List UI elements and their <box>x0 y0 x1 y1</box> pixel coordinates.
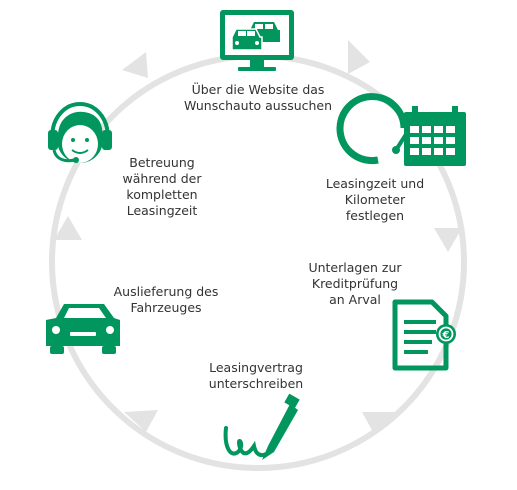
step-1-line-1: Über die Website das <box>191 82 325 97</box>
arrow-left <box>54 216 82 240</box>
step-5-label: Auslieferung des Fahrzeuges <box>96 284 236 316</box>
pen-signature-icon <box>223 393 300 460</box>
step-2-label: Leasingzeit und Kilometer festlegen <box>310 176 440 224</box>
car-icon <box>46 304 120 354</box>
website-cars-icon <box>220 10 294 71</box>
arrow-right <box>434 228 462 252</box>
step-3-line-3: an Arval <box>329 292 381 307</box>
step-6-line-2: während der <box>122 171 202 186</box>
arrow-top-right <box>348 40 370 74</box>
step-1-line-2: Wunschauto aussuchen <box>183 98 333 113</box>
step-3-line-1: Unterlagen zur <box>308 260 402 275</box>
step-5-line-1: Auslieferung des <box>113 284 219 299</box>
step-4-line-1: Leasingvertrag <box>209 360 303 375</box>
step-3-label: Unterlagen zur Kreditprüfung an Arval <box>290 260 420 308</box>
step-6-label: Betreuung während der kompletten Leasing… <box>102 155 222 219</box>
arrow-bottom-right <box>362 412 398 434</box>
document-euro-icon: € <box>392 299 456 371</box>
step-5-line-2: Fahrzeuges <box>130 300 202 315</box>
step-6-line-4: Leasingzeit <box>126 203 198 218</box>
arrow-bottom-left <box>124 410 158 432</box>
arrow-top-left <box>122 52 148 78</box>
step-2-line-3: festlegen <box>345 208 405 223</box>
step-4-line-2: unterschreiben <box>208 376 304 391</box>
step-2-line-1: Leasingzeit und <box>325 176 425 191</box>
step-3-line-2: Kreditprüfung <box>311 276 399 291</box>
ring-arrows <box>54 40 462 434</box>
svg-text:€: € <box>442 330 450 341</box>
headset-support-icon <box>48 101 112 163</box>
step-6-line-1: Betreuung <box>129 155 195 170</box>
step-2-line-2: Kilometer <box>344 192 406 207</box>
step-6-line-3: kompletten <box>126 187 198 202</box>
step-1-label: Über die Website das Wunschauto aussuche… <box>158 82 358 114</box>
speedometer-calendar-icon <box>336 93 466 166</box>
step-4-label: Leasingvertrag unterschreiben <box>186 360 326 392</box>
